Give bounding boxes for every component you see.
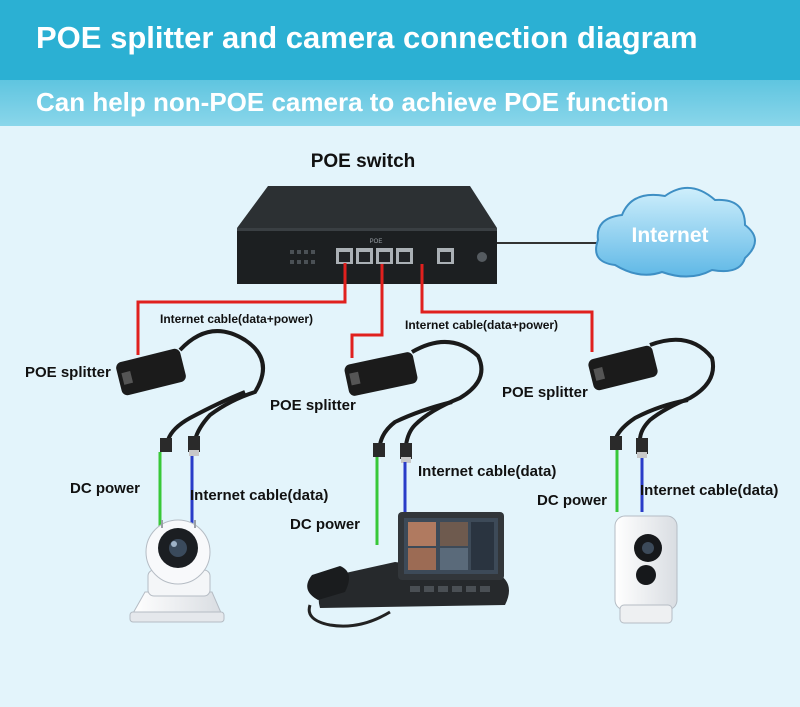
splitter-label-left: POE splitter <box>25 364 111 381</box>
dc-power-label-right: DC power <box>537 492 607 509</box>
subtitle-banner: Can help non-POE camera to achieve POE f… <box>0 80 800 126</box>
video-phone <box>307 512 509 628</box>
internet-label: Internet <box>631 224 708 247</box>
data-cable-label-left: Internet cable(data) <box>190 487 328 504</box>
dc-power-label-left: DC power <box>70 480 140 497</box>
cable-label-right: Internet cable(data+power) <box>405 318 558 332</box>
switch-poe-badge: POE <box>370 239 383 245</box>
switch-label: POE switch <box>311 151 416 172</box>
poe-cables <box>136 263 594 358</box>
dc-power-label-middle: DC power <box>290 516 360 533</box>
cable-label-left: Internet cable(data+power) <box>160 312 313 326</box>
poe-switch: POE <box>237 186 497 284</box>
page-title: POE splitter and camera connection diagr… <box>36 20 698 55</box>
ptz-camera <box>129 519 225 623</box>
poe-splitter-middle <box>344 339 484 463</box>
splitter-label-right: POE splitter <box>502 384 588 401</box>
cube-camera <box>614 515 678 624</box>
internet-cloud: Internet <box>595 187 756 278</box>
poe-splitter-left <box>116 329 265 456</box>
device-leads <box>158 450 644 545</box>
splitter-label-middle: POE splitter <box>270 397 356 414</box>
poe-splitter-right <box>588 337 715 458</box>
data-cable-label-middle: Internet cable(data) <box>418 463 556 480</box>
title-banner: POE splitter and camera connection diagr… <box>0 0 800 80</box>
switch-ports <box>336 248 487 264</box>
page-subtitle: Can help non-POE camera to achieve POE f… <box>36 87 669 117</box>
data-cable-label-right: Internet cable(data) <box>640 482 778 499</box>
connection-diagram: Internet POE switch POE <box>25 151 778 628</box>
